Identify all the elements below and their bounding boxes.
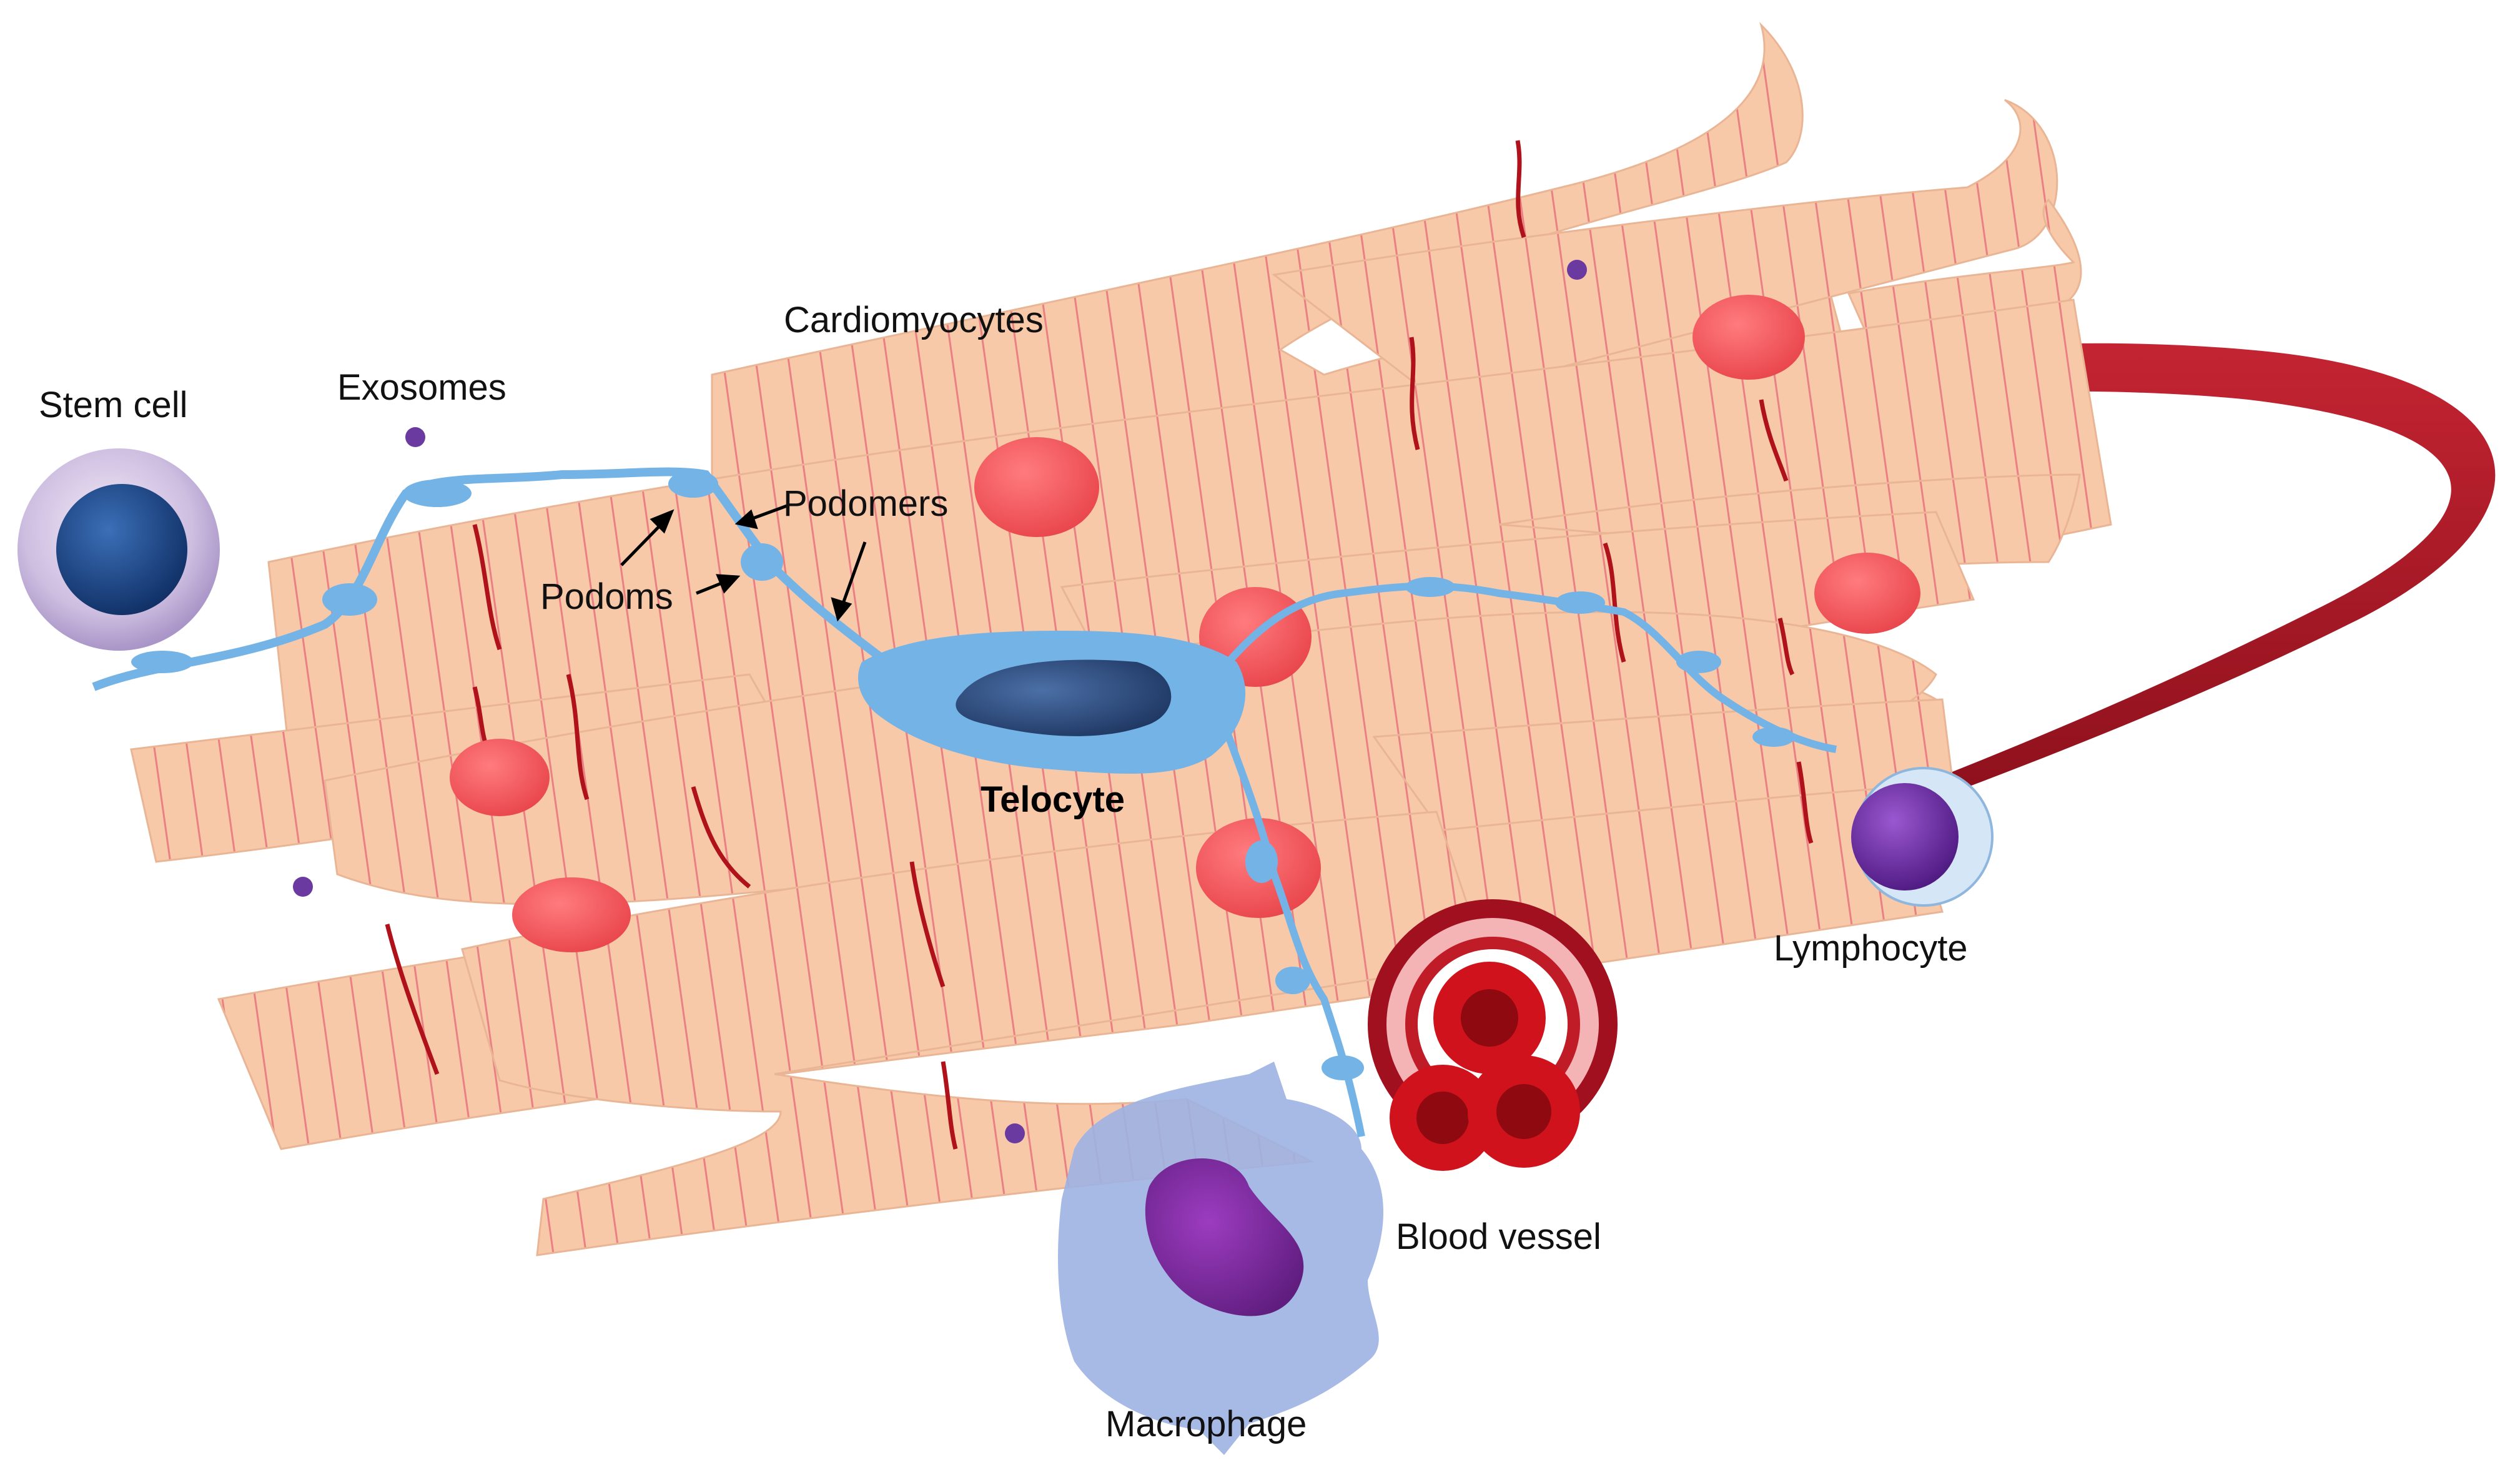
intercalated-disc: [1515, 140, 1526, 239]
exosome: [1567, 260, 1587, 280]
label-telocyte: Telocyte: [981, 779, 1125, 820]
intercalated-disc: [691, 786, 751, 889]
label-exosomes: Exosomes: [337, 367, 506, 408]
intercalated-disc: [1777, 618, 1795, 676]
macrophage-cell: [1058, 1062, 1383, 1455]
labels: Cardiomyocytes Stem cell Exosomes Podome…: [39, 300, 1968, 1444]
exosome: [405, 427, 425, 447]
label-macrophage: Macrophage: [1105, 1404, 1307, 1444]
label-stem-cell: Stem cell: [39, 385, 188, 425]
blood-vessel-cross-section: [1368, 899, 1618, 1171]
label-podomers: Podomers: [783, 483, 948, 524]
podom: [131, 651, 194, 673]
intercalated-discs: [385, 140, 1814, 1150]
lymphocyte-cell: [1851, 767, 1994, 907]
label-lymphocyte: Lymphocyte: [1774, 928, 1968, 969]
podom: [1405, 577, 1455, 597]
podom: [1555, 591, 1605, 614]
podom: [668, 470, 718, 498]
red-blood-cell: [1390, 1065, 1496, 1171]
intercalated-disc: [1603, 542, 1626, 663]
red-blood-cell: [1433, 962, 1546, 1074]
podom: [1752, 727, 1795, 747]
macrophage-nucleus: [1145, 1158, 1304, 1316]
cardiomyocyte-nucleus: [974, 437, 1099, 537]
podoms-arrowhead: [716, 574, 741, 594]
intercalated-disc: [909, 861, 946, 988]
exosome: [293, 877, 313, 897]
telocyte-nucleus: [956, 659, 1172, 736]
intercalated-disc: [1409, 337, 1420, 450]
red-blood-cell: [1468, 1055, 1580, 1168]
podomers-arrow: [838, 541, 867, 613]
exosomes: [293, 260, 1587, 1143]
podomers-arrowhead: [831, 597, 852, 622]
telocyte-cell: [92, 467, 1837, 1138]
podom: [1322, 1055, 1364, 1080]
intercalated-disc: [1759, 399, 1789, 482]
podoms: [131, 470, 1795, 1080]
blood-vessel-loop: [1299, 343, 2496, 949]
podom: [403, 480, 472, 507]
cardiomyocyte-nucleus: [512, 877, 631, 952]
cardiomyocyte-nucleus: [450, 739, 550, 816]
intercalated-disc: [472, 524, 502, 651]
pointer-arrows: [620, 504, 867, 622]
podom: [1676, 651, 1721, 673]
podoms-arrowhead: [650, 509, 674, 534]
podomers-arrowhead: [734, 509, 758, 530]
stem-cell: [17, 448, 220, 651]
label-blood-vessel: Blood vessel: [1396, 1216, 1601, 1257]
intercalated-disc: [566, 674, 590, 801]
intercalated-disc: [941, 1061, 958, 1150]
podom: [741, 543, 783, 581]
exosome: [1005, 1123, 1025, 1143]
label-podoms: Podoms: [540, 576, 673, 617]
intercalated-disc: [385, 924, 440, 1075]
cardiomyocyte-nucleus: [1814, 553, 1920, 634]
intercalated-disc: [1796, 761, 1814, 844]
vessel-tube: [1299, 343, 2496, 949]
podom: [1275, 967, 1310, 994]
cardiomyocyte-nucleus: [1692, 295, 1805, 380]
label-cardiomyocytes: Cardiomyocytes: [784, 300, 1044, 340]
podom: [1245, 841, 1278, 883]
podom: [322, 583, 377, 616]
